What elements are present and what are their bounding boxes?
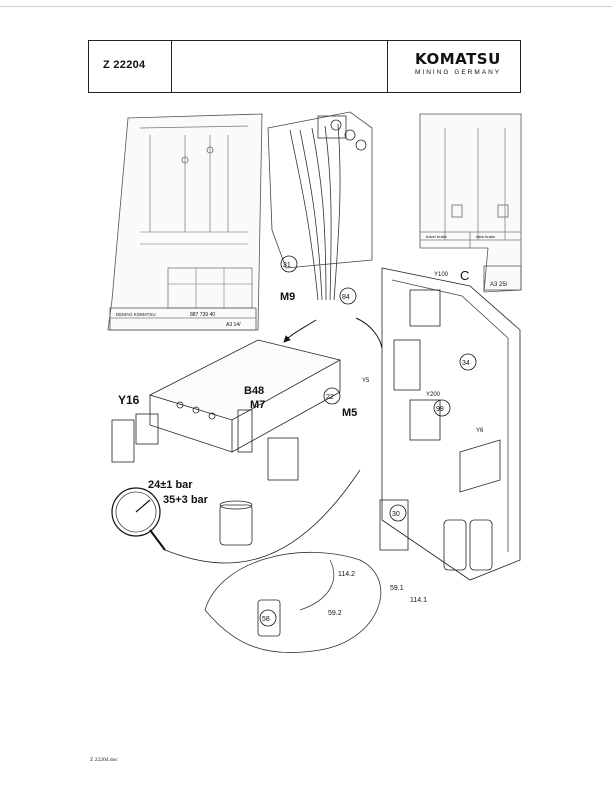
brand-logo: KOMATSU: [415, 50, 501, 68]
callout-58: 58: [262, 616, 270, 623]
pressure-label-1: 24±1 bar: [148, 479, 193, 491]
schematic-sheet-right: travel brake slew brake A3 25/: [419, 113, 522, 293]
document-header: Z 22204 KOMATSU MINING GERMANY: [88, 40, 521, 93]
header-blank-cell: [171, 41, 388, 92]
label-114-1: 114.1: [410, 597, 427, 604]
label-y16: Y16: [118, 393, 140, 407]
callout-34: 34: [462, 360, 470, 367]
label-y6: Y6: [476, 428, 484, 434]
label-c: C: [460, 268, 469, 283]
label-b48: B48: [244, 385, 264, 397]
right-col1-label: travel brake: [426, 234, 448, 239]
brand-subtitle: MINING GERMANY: [415, 69, 502, 76]
callout-30: 30: [392, 511, 400, 518]
filter-canister: [219, 500, 253, 546]
label-y100: Y100: [434, 272, 449, 278]
footer-filename: Z 22204.doc: [90, 757, 118, 763]
callout-22: 22: [326, 394, 334, 401]
pressure-gauge: [111, 469, 361, 564]
left-title-sheet: A3 14/: [226, 322, 241, 328]
schematic-sheet-left: DEMAG KOMATSU 887 739 40 A3 14/: [107, 113, 263, 331]
label-m5: M5: [342, 407, 357, 419]
top-rule: [0, 6, 612, 7]
cabinet-frame: [379, 267, 521, 581]
harness-bundle: [267, 111, 373, 301]
callout-84: 84: [342, 294, 350, 301]
callout-labels: 31 84 34 99 22 30 58 Y16 B48 M7 M9 M5 C …: [118, 262, 484, 623]
right-title-sheet: A3 25/: [490, 282, 508, 288]
label-m9: M9: [280, 291, 295, 303]
valve-block: [111, 339, 342, 481]
hose-loop: [204, 551, 382, 653]
doc-number: Z 22204: [103, 59, 146, 71]
label-y200: Y200: [426, 392, 441, 398]
callout-circles: [259, 255, 477, 627]
label-m7: M7: [250, 399, 265, 411]
right-col2-label: slew brake: [476, 234, 496, 239]
doc-number-cell: Z 22204: [89, 41, 172, 92]
label-114-2: 114.2: [338, 571, 355, 578]
label-59-2: 59.2: [328, 610, 342, 617]
callout-99: 99: [436, 406, 444, 413]
pressure-label-2: 35+3 bar: [163, 494, 209, 506]
label-59-1: 59.1: [390, 585, 404, 592]
left-title-company: DEMAG KOMATSU: [116, 312, 156, 317]
callout-31: 31: [283, 262, 291, 269]
label-y5: Y5: [362, 378, 370, 384]
left-title-drawing-no: 887 739 40: [190, 312, 215, 318]
